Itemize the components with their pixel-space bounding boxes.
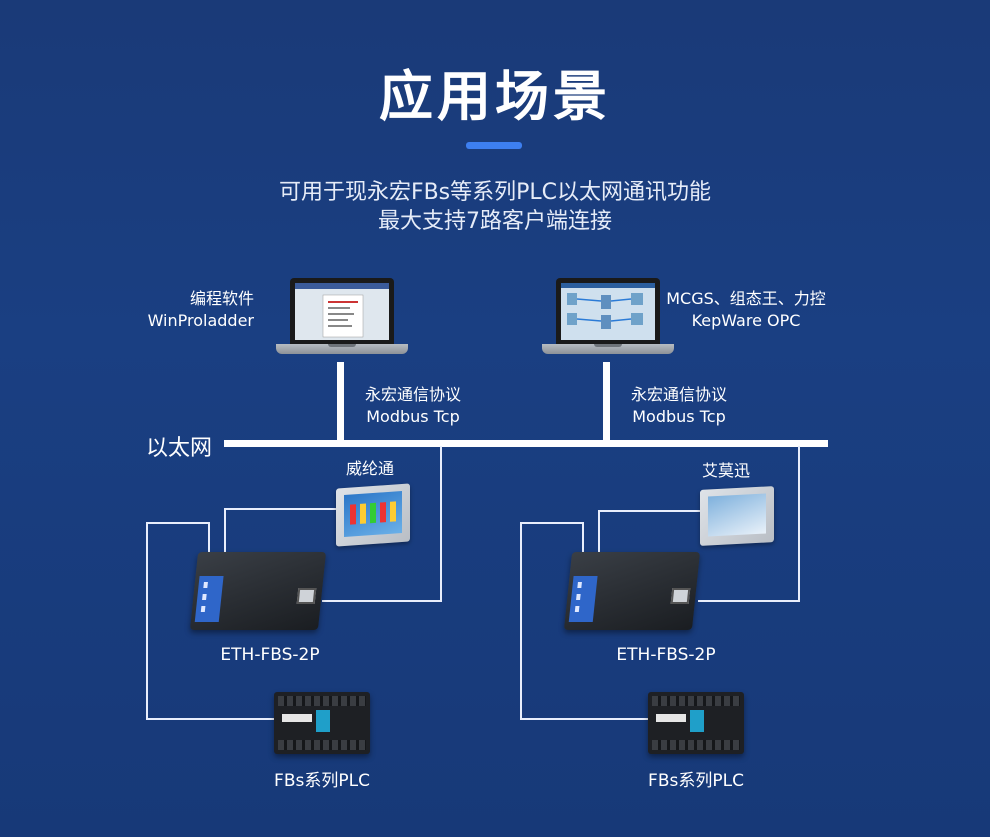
right-plc-link-top — [520, 522, 584, 524]
left-pc-label: 编程软件 WinProladder — [130, 288, 254, 332]
left-pc-label-line1: 编程软件 — [189, 289, 254, 308]
right-hmi-label: 艾莫迅 — [701, 461, 750, 480]
right-plc-link-bottom — [520, 718, 648, 720]
right-module-label: ETH-FBS-2P — [616, 645, 716, 665]
left-plc-link-mod — [208, 522, 210, 568]
software-window-icon — [295, 283, 389, 338]
right-bus-to-module — [698, 600, 800, 602]
right-plc-label: FBs系列PLC — [648, 771, 744, 791]
right-pc-label-line2: KepWare OPC — [691, 311, 801, 330]
left-plc-link-bottom — [146, 718, 274, 720]
left-eth-fbs-module-icon — [189, 552, 327, 630]
left-bus-drop — [440, 446, 442, 602]
right-eth-fbs-module-icon — [563, 552, 701, 630]
left-hmi-panel-icon — [336, 483, 410, 547]
right-hmi-panel-icon — [700, 486, 774, 546]
right-laptop-icon — [542, 278, 674, 356]
title-underline — [466, 142, 522, 149]
right-hmi-link-v — [598, 510, 600, 568]
left-hmi-link-v — [224, 508, 226, 568]
left-plc-link-v — [146, 522, 148, 720]
right-protocol-label: 永宏通信协议 Modbus Tcp — [620, 384, 738, 428]
left-protocol-line2: Modbus Tcp — [366, 407, 460, 426]
left-laptop-icon — [276, 278, 408, 356]
left-hmi-link-h — [224, 508, 336, 510]
right-pc-connector — [603, 362, 610, 440]
right-pc-label-line1: MCGS、组态王、力控 — [666, 289, 826, 308]
left-pc-label-line2: WinProladder — [147, 311, 254, 330]
page-title: 应用场景 — [379, 65, 611, 128]
hmi-screen-graphic — [350, 501, 396, 525]
subtitle-line1: 可用于现永宏FBs等系列PLC以太网通讯功能 — [278, 180, 712, 205]
right-pc-label: MCGS、组态王、力控 KepWare OPC — [662, 288, 830, 332]
subtitle-line2: 最大支持7路客户端连接 — [378, 209, 612, 234]
right-hmi-link-h — [598, 510, 702, 512]
right-fbs-plc-icon — [648, 692, 744, 754]
left-plc-link-top — [146, 522, 210, 524]
left-module-label: ETH-FBS-2P — [220, 645, 320, 665]
right-bus-drop — [798, 446, 800, 602]
left-protocol-line1: 永宏通信协议 — [364, 385, 461, 404]
left-pc-connector — [337, 362, 344, 440]
scada-screen-icon — [561, 283, 655, 329]
ethernet-label: 以太网 — [146, 436, 213, 461]
ethernet-bus-line — [224, 440, 828, 447]
left-bus-to-module — [322, 600, 442, 602]
right-plc-link-mod — [582, 522, 584, 568]
left-hmi-label: 威纶通 — [345, 459, 394, 478]
left-protocol-label: 永宏通信协议 Modbus Tcp — [354, 384, 472, 428]
right-plc-link-v — [520, 522, 522, 720]
right-protocol-line2: Modbus Tcp — [632, 407, 726, 426]
right-protocol-line1: 永宏通信协议 — [630, 385, 727, 404]
left-fbs-plc-icon — [274, 692, 370, 754]
left-plc-label: FBs系列PLC — [274, 771, 370, 791]
